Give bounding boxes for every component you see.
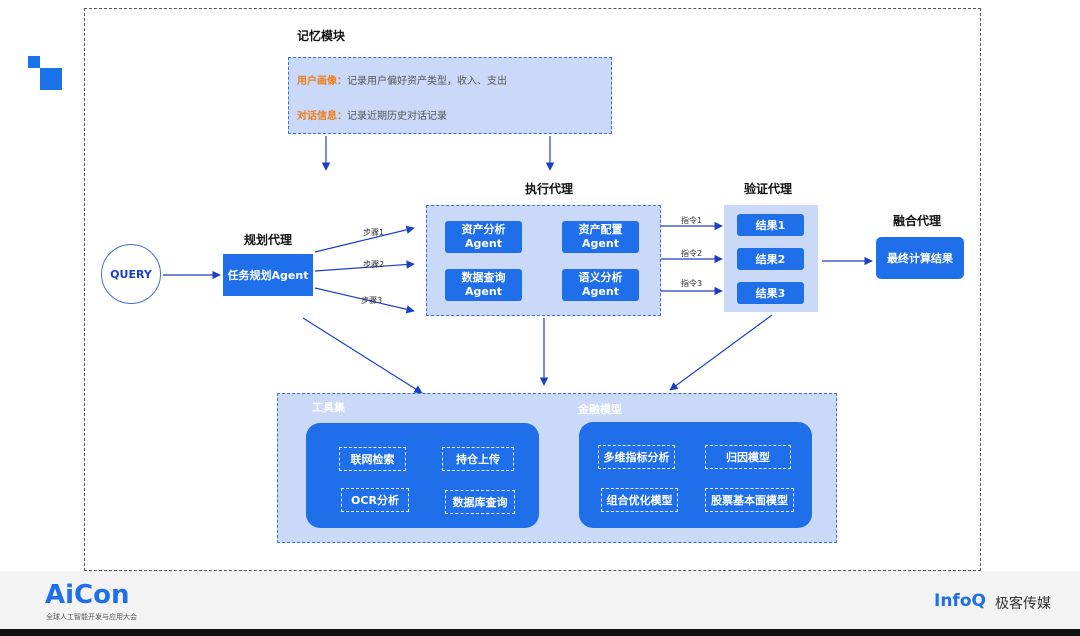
executor-cell-line: 资产分析 [461, 223, 506, 236]
infoq-chinese-name: 极客传媒 [995, 596, 1051, 612]
query-node: QUERY [101, 244, 161, 304]
memory-dialog-key: 对话信息： [297, 111, 347, 122]
executor-cell-line: Agent [465, 285, 502, 298]
tool-web-search: 联网检索 [339, 447, 406, 471]
fusion-title: 融合代理 [893, 214, 942, 228]
finance-model-panel [579, 422, 812, 528]
memory-box [288, 57, 612, 134]
executor-cell-line: 语义分析 [578, 271, 623, 284]
verifier-result-2: 结果2 [737, 248, 804, 270]
step-label-1: 步骤1 [363, 228, 385, 237]
arrow-verifier-to-tools [669, 314, 773, 391]
memory-dialog: 对话信息：记录近期历史对话记录 [297, 107, 447, 122]
command-label-3: 指令3 [681, 279, 703, 288]
model-attribution: 归因模型 [705, 445, 791, 469]
toolset-panel [306, 423, 539, 528]
model-portfolio-optimization: 组合优化模型 [601, 488, 678, 512]
executor-cell-line: Agent [582, 285, 619, 298]
step-label-3: 步骤3 [361, 296, 383, 305]
executor-cell-line: 资产配置 [578, 223, 623, 236]
footer-black-strip [0, 629, 1080, 636]
verifier-result-3: 结果3 [737, 282, 804, 304]
toolset-title: 工具集 [312, 401, 345, 414]
command-label-2: 指令2 [681, 249, 703, 258]
model-multi-indicator-analysis: 多维指标分析 [598, 445, 675, 469]
memory-user-profile: 用户画像：记录用户偏好资产类型，收入、支出 [297, 72, 507, 87]
executor-title: 执行代理 [525, 182, 574, 196]
arrow-step2 [314, 260, 415, 272]
memory-user-profile-text: 记录用户偏好资产类型，收入、支出 [347, 76, 507, 87]
verifier-result-1: 结果1 [737, 214, 804, 236]
corner-logo-large-square [40, 68, 62, 90]
executor-cell-line: Agent [465, 237, 502, 250]
aicon-logo: AiCon [45, 580, 130, 610]
verifier-title: 验证代理 [744, 182, 793, 196]
tool-ocr-analysis: OCR分析 [341, 488, 409, 512]
footer-bar [0, 571, 1080, 629]
tool-database-query: 数据库查询 [445, 490, 515, 514]
fusion-final-result-box: 最终计算结果 [876, 237, 964, 279]
arrow-step3 [314, 287, 415, 314]
arrow-planner-to-tools [302, 317, 423, 394]
executor-cell-line: 数据查询 [461, 271, 506, 284]
infoq-logo: InfoQ [934, 591, 986, 611]
step-label-2: 步骤2 [363, 260, 385, 269]
planner-title: 规划代理 [244, 233, 293, 247]
memory-dialog-text: 记录近期历史对话记录 [347, 111, 447, 122]
memory-user-profile-key: 用户画像： [297, 76, 347, 87]
arrow-step1 [314, 225, 415, 253]
executor-cell-line: Agent [582, 237, 619, 250]
diagram-frame [84, 8, 981, 571]
model-stock-fundamentals: 股票基本面模型 [705, 488, 794, 512]
corner-logo-small-square [28, 56, 40, 68]
finance-title: 金融模型 [578, 403, 622, 416]
command-label-1: 指令1 [681, 216, 703, 225]
tool-holdings-upload: 持仓上传 [442, 447, 514, 471]
aicon-subtitle: 全球人工智能开发与应用大会 [46, 613, 137, 621]
planner-agent-box: 任务规划Agent [223, 254, 313, 296]
memory-title: 记忆模块 [297, 29, 346, 43]
